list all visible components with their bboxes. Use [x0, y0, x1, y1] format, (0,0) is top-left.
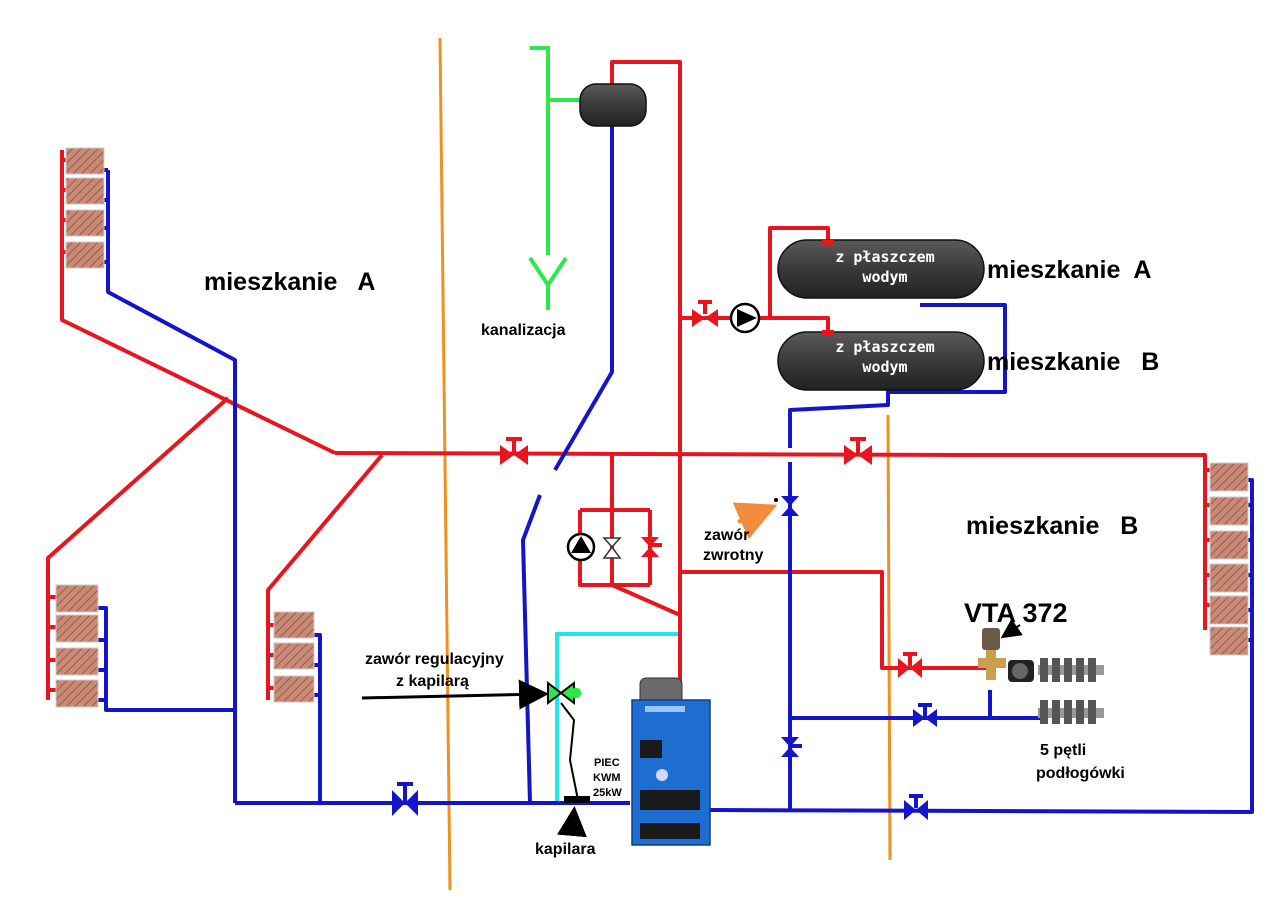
- apartment-b-lower-label: mieszkanie B: [966, 512, 1138, 540]
- valve-icon: [602, 537, 622, 559]
- boiler-label-line2: KWM: [593, 772, 621, 784]
- boiler-label-line3: 25kW: [593, 787, 622, 799]
- radiator-group-right: [1209, 462, 1249, 656]
- check-valve-label-line1: zawór: [704, 527, 749, 544]
- boiler-label-line1: PIEC: [594, 757, 620, 769]
- vta-pointer: [1000, 618, 1023, 639]
- valve-icon: [392, 782, 418, 816]
- radiator-group-bottom-middle: [273, 611, 315, 703]
- capillary-pointer: [556, 806, 587, 838]
- check-valve-label-line2: zwrotny: [703, 547, 764, 564]
- valve-icon: [898, 652, 922, 678]
- boiler: [631, 677, 711, 846]
- expansion-vessel: [579, 83, 647, 127]
- control-valve-label-line1: zawór regulacyjny: [365, 651, 504, 668]
- tank-a-label-line2: wodym: [862, 268, 907, 286]
- wall-right: [886, 414, 892, 861]
- tank-b-label-line1: z płaszczem: [835, 338, 934, 356]
- valve-icon: [904, 794, 928, 820]
- tank-b-label-line2: wodym: [862, 358, 907, 376]
- pump-icon: [566, 532, 596, 562]
- pump-icon: [729, 302, 761, 334]
- apartment-a-left-label: mieszkanie A: [204, 268, 375, 296]
- check-valve-pointer: [732, 502, 778, 540]
- valve-icon: [641, 537, 662, 557]
- valve-icon: [844, 437, 872, 465]
- control-valve-icon: [547, 680, 590, 803]
- valve-icon: [692, 300, 718, 327]
- sewer-pipe: [528, 46, 580, 310]
- control-valve-label-line2: z kapilarą: [396, 673, 469, 690]
- radiator-group-top-left: [65, 147, 105, 269]
- walls: [438, 37, 892, 891]
- valve-icon: [781, 737, 802, 757]
- sewer-label: kanalizacja: [481, 322, 566, 339]
- floor-loops-label-line2: podłogówki: [1036, 765, 1125, 782]
- radiator-group-bottom-left: [55, 584, 99, 708]
- wall-left: [438, 37, 452, 891]
- tank-a-label-line1: z płaszczem: [835, 248, 934, 266]
- capillary-label: kapilara: [535, 841, 596, 858]
- vta-label: VTA 372: [964, 598, 1068, 628]
- valve-icon: [500, 437, 528, 465]
- cold-water-pipe: [555, 632, 680, 803]
- manifold-icon: [1038, 658, 1104, 724]
- control-valve-pointer: [361, 679, 549, 710]
- manifold-pump-icon: [1008, 660, 1034, 682]
- water-tank-a: z płaszczem wodym: [777, 239, 985, 299]
- check-valve-icon: [774, 496, 799, 516]
- apartment-a-right-label: mieszkanie A: [987, 256, 1151, 284]
- valve-icon: [913, 703, 937, 727]
- apartment-b-right-label: mieszkanie B: [987, 348, 1159, 376]
- floor-loops-label-line1: 5 pętli: [1040, 742, 1086, 759]
- mixing-valve-icon: [978, 628, 1006, 680]
- water-tank-b: z płaszczem wodym: [777, 330, 985, 391]
